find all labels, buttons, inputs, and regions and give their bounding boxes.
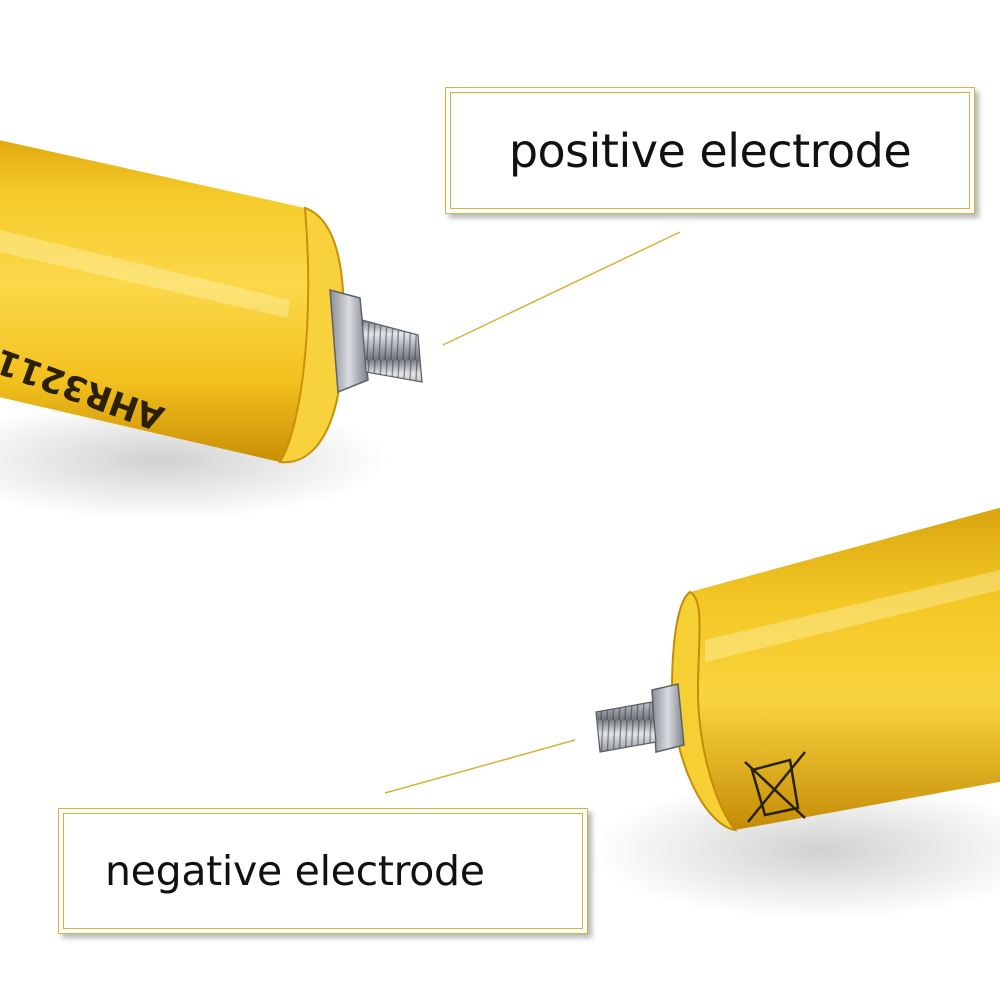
- top-cell-end-cap: [278, 206, 345, 464]
- bottom-cell-highlight: [705, 570, 1000, 662]
- negative-electrode-text: negative electrode: [105, 847, 485, 895]
- positive-terminal-stud: [361, 319, 423, 383]
- top-battery-cell: AHR3211: [0, 140, 423, 464]
- top-cell-casing: [0, 140, 344, 463]
- negative-leader-line: [384, 739, 576, 794]
- top-cell-highlight: [0, 230, 290, 318]
- positive-terminal-nut: [329, 289, 369, 394]
- bottom-cell-end-cap: [670, 590, 738, 832]
- negative-terminal-stud: [595, 701, 657, 753]
- bottom-cell-casing: [672, 507, 1000, 830]
- positive-electrode-text: positive electrode: [508, 123, 912, 178]
- crossed-bin-icon: [744, 751, 806, 823]
- positive-leader-line: [442, 231, 681, 346]
- bottom-cell-shadow: [590, 780, 1000, 920]
- bottom-battery-cell: [595, 507, 1000, 832]
- positive-electrode-label: positive electrode: [445, 87, 975, 214]
- negative-electrode-label: negative electrode: [58, 808, 588, 934]
- negative-terminal-nut: [651, 683, 685, 753]
